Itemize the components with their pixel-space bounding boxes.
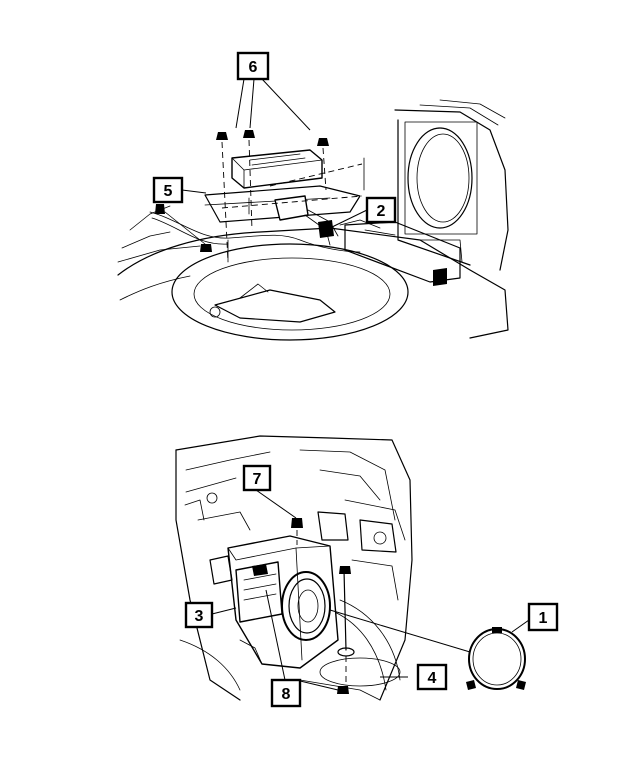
wiring-connector xyxy=(274,195,339,246)
amplifier-module-bottom xyxy=(235,561,283,623)
callout-3-label: 3 xyxy=(195,608,204,625)
lower-fastener xyxy=(337,686,349,694)
callout-2: 2 xyxy=(365,196,397,224)
jack-tool xyxy=(214,289,336,323)
callout-5-label: 5 xyxy=(164,183,173,200)
wire-clip xyxy=(155,204,165,214)
mounting-nuts xyxy=(216,130,329,263)
callout-6: 6 xyxy=(236,51,270,81)
mounting-stud-4 xyxy=(337,566,355,690)
callout-8-label: 8 xyxy=(282,686,291,703)
top-trunk-illustration xyxy=(117,99,509,341)
mounting-bracket xyxy=(204,185,361,223)
callout-7: 7 xyxy=(242,464,272,492)
amplifier-module-top xyxy=(231,149,323,189)
callout-1-label: 1 xyxy=(539,610,548,627)
callout-2-label: 2 xyxy=(377,203,386,220)
callout-7-label: 7 xyxy=(253,471,262,488)
bottom-subwoofer-illustration xyxy=(175,435,526,701)
mounting-bolt-7 xyxy=(291,518,303,545)
bottom-callout-leaders xyxy=(211,489,530,691)
spare-tire-well xyxy=(171,243,409,341)
callout-8: 8 xyxy=(270,678,302,708)
side-speaker-top xyxy=(407,127,473,229)
callout-4: 4 xyxy=(416,663,448,691)
top-callout-leaders xyxy=(181,78,368,229)
callout-1: 1 xyxy=(527,602,559,632)
callout-3: 3 xyxy=(184,601,214,629)
speaker-grille-ring xyxy=(466,627,526,690)
callout-5: 5 xyxy=(152,176,184,204)
callout-6-label: 6 xyxy=(249,59,258,76)
callout-4-label: 4 xyxy=(428,670,437,687)
